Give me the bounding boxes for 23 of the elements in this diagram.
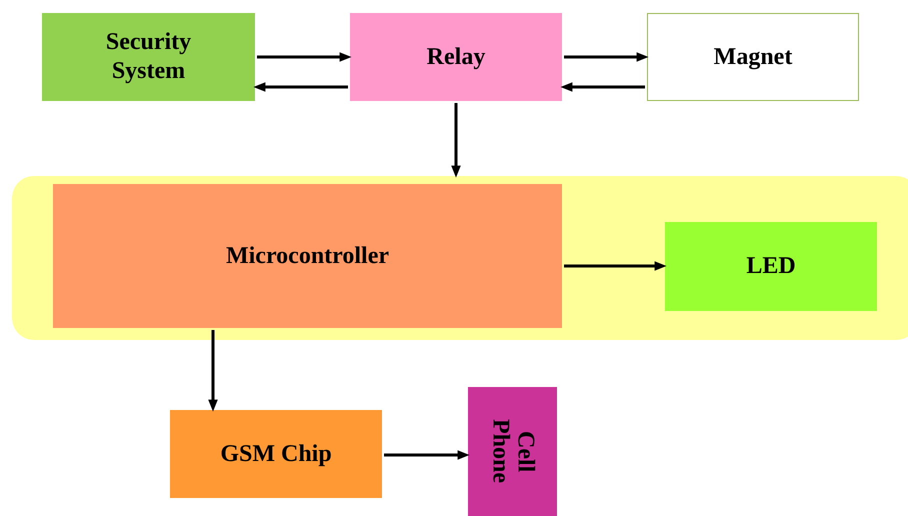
- node-label: Magnet: [712, 42, 794, 72]
- arrow: [208, 330, 218, 412]
- process-box: [53, 184, 562, 328]
- arrow: [564, 261, 667, 271]
- arrow: [564, 52, 649, 62]
- arrow: [451, 103, 461, 178]
- process-box: [170, 410, 382, 498]
- arrow: [257, 52, 352, 62]
- node-label: Security System: [104, 28, 192, 86]
- node-label: Relay: [426, 42, 486, 72]
- arrow: [560, 82, 645, 92]
- node-label: GSM Chip: [219, 440, 333, 468]
- arrow: [253, 82, 348, 92]
- process-box: [350, 13, 562, 101]
- process-box: [665, 222, 877, 311]
- process-box: [468, 387, 557, 516]
- group-band: [12, 176, 908, 340]
- arrow: [384, 450, 470, 460]
- process-box: [647, 13, 859, 101]
- node-label: Cell Phone: [487, 418, 538, 486]
- node-label: Microcontroller: [224, 242, 390, 270]
- process-box: [42, 13, 255, 101]
- node-label: LED: [745, 252, 797, 281]
